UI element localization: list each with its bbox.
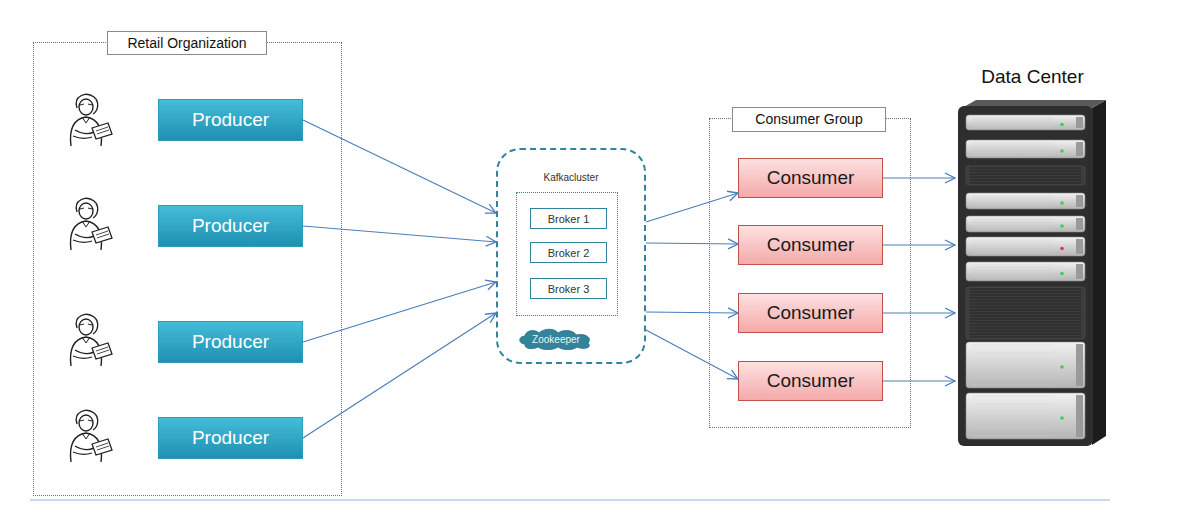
flow-arrow [303, 313, 496, 438]
footer-rule [30, 500, 1110, 501]
consumer-box: Consumer [738, 293, 883, 333]
box-label: Producer [192, 215, 269, 237]
box-label: Zookeeper [532, 334, 580, 345]
producer-box: Producer [158, 205, 303, 247]
group-container: Retail OrganizationProducerProducerProdu… [33, 42, 342, 496]
box-label: Consumer [767, 370, 855, 392]
person-icon [71, 198, 112, 250]
group-container: Consumer GroupConsumerConsumerConsumerCo… [709, 118, 911, 428]
box-label: Broker 2 [548, 247, 590, 259]
box-label: Broker 1 [548, 213, 590, 225]
flow-arrow [883, 380, 955, 381]
server-rack: Data Center [955, 62, 1110, 452]
box-label: Producer [192, 109, 269, 131]
flow-arrow [303, 226, 496, 242]
cluster-title: Kafkacluster [498, 172, 644, 183]
group-title: Retail Organization [107, 31, 267, 55]
flow-arrow [883, 244, 955, 245]
rack-illustration [958, 98, 1110, 450]
flow-arrow [883, 312, 955, 313]
box-label: Producer [192, 331, 269, 353]
person-icon [71, 314, 112, 366]
box-label: Broker 3 [548, 283, 590, 295]
producer-box: Producer [158, 99, 303, 141]
flow-arrow [303, 120, 496, 213]
group-title: Consumer Group [732, 107, 886, 132]
flow-arrow [646, 330, 738, 379]
broker-box: Broker 3 [530, 278, 607, 299]
flow-arrow [883, 177, 955, 178]
box-label: Consumer [767, 167, 855, 189]
flow-arrow [303, 282, 496, 342]
rack-title: Data Center [955, 66, 1110, 88]
person-icon [71, 410, 112, 462]
person-icon [71, 94, 112, 146]
box-label: Producer [192, 427, 269, 449]
cluster-container: KafkaclusterBroker 1 Broker 2 Broker 3 Zook… [496, 148, 646, 364]
flow-arrow [646, 193, 738, 222]
broker-box: Broker 1 [530, 208, 607, 229]
zookeeper-cloud: Zookeeper [517, 328, 595, 350]
consumer-box: Consumer [738, 158, 883, 198]
broker-box: Broker 2 [530, 242, 607, 263]
box-label: Consumer [767, 234, 855, 256]
consumer-box: Consumer [738, 361, 883, 401]
producer-box: Producer [158, 321, 303, 363]
flow-arrow [646, 312, 738, 313]
box-label: Consumer [767, 302, 855, 324]
producer-box: Producer [158, 417, 303, 459]
flow-arrow [646, 243, 738, 244]
consumer-box: Consumer [738, 225, 883, 265]
